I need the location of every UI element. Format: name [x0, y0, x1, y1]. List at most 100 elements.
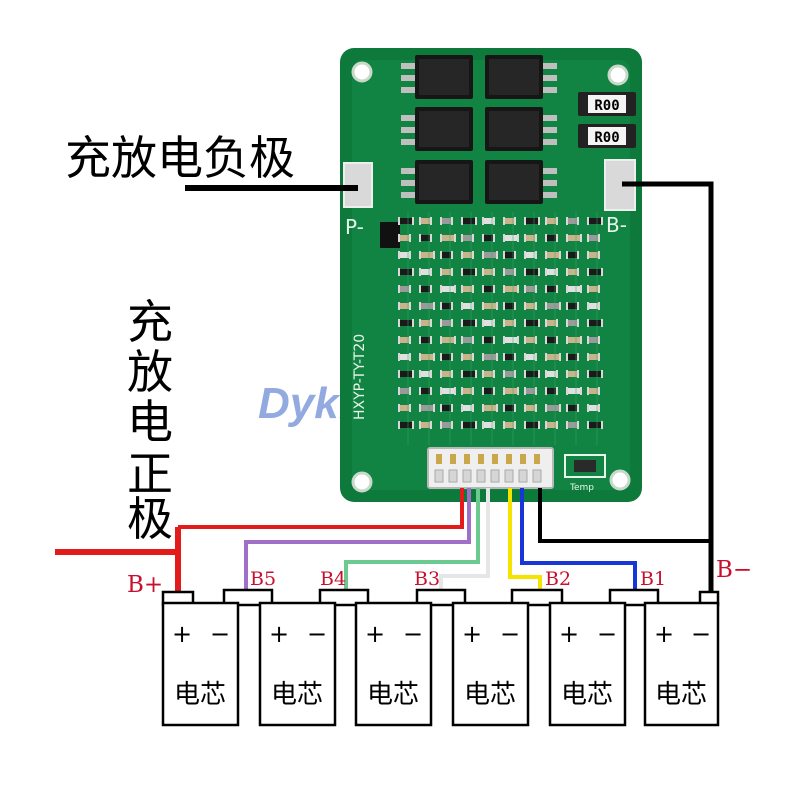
- cell-minus-sign: −: [210, 620, 230, 648]
- smd-pad: [430, 319, 432, 327]
- smd-pad: [440, 353, 442, 361]
- smd-pad: [514, 404, 516, 412]
- battery-cell: + − 电芯: [451, 601, 530, 727]
- smd-pad: [493, 387, 495, 395]
- smd-pad: [454, 387, 456, 395]
- smd-pad: [524, 251, 526, 259]
- smd-component: [589, 371, 601, 377]
- connector-pin: [534, 454, 540, 464]
- smd-pad: [419, 285, 421, 293]
- smd-pad: [503, 217, 505, 225]
- smd-pad: [545, 387, 547, 395]
- negative-terminal-title: 充放电负极: [65, 131, 295, 185]
- smd-pad: [524, 387, 526, 395]
- tap-label-b4: B4: [320, 568, 346, 590]
- smd-component: [568, 303, 577, 309]
- smd-component: [589, 252, 598, 258]
- smd-component: [400, 218, 412, 224]
- smd-pad: [545, 302, 547, 310]
- mosfet-pin: [401, 168, 415, 174]
- smd-component: [505, 371, 514, 377]
- smd-component: [400, 354, 409, 360]
- smd-component: [400, 269, 412, 275]
- smd-component: [589, 337, 598, 343]
- smd-component: [463, 252, 472, 258]
- smd-component: [442, 235, 454, 241]
- smd-component: [463, 388, 472, 394]
- smd-pad: [440, 285, 442, 293]
- smd-component: [463, 337, 472, 343]
- mosfet-body: [489, 59, 539, 95]
- smd-pad: [556, 285, 558, 293]
- smd-pad: [556, 319, 558, 327]
- smd-component: [421, 320, 430, 326]
- smd-pad: [587, 217, 589, 225]
- smd-component: [589, 388, 598, 394]
- smd-pad: [587, 387, 589, 395]
- smd-pad: [580, 336, 582, 344]
- smd-component: [547, 235, 556, 241]
- smd-pad: [524, 404, 526, 412]
- smd-pad: [566, 404, 568, 412]
- smd-pad: [587, 421, 589, 429]
- smd-component: [526, 405, 535, 411]
- smd-pad: [503, 234, 505, 242]
- smd-component: [547, 354, 559, 360]
- smd-pad: [475, 370, 477, 378]
- smd-component: [463, 235, 472, 241]
- smd-component: [442, 354, 451, 360]
- ic-chip: [380, 222, 400, 248]
- smd-component: [568, 269, 577, 275]
- wire-b1: [520, 488, 637, 592]
- smd-pad: [577, 319, 579, 327]
- connector-pin: [478, 454, 484, 464]
- smd-pad: [398, 336, 400, 344]
- smd-pad: [461, 353, 463, 361]
- smd-pad: [482, 302, 484, 310]
- smd-component: [484, 371, 493, 377]
- battery-cell: + − 电芯: [643, 601, 720, 727]
- smd-pad: [514, 353, 516, 361]
- smd-pad: [409, 234, 411, 242]
- smd-component: [526, 218, 538, 224]
- smd-component: [421, 286, 430, 292]
- smd-component: [505, 405, 514, 411]
- smd-pad: [503, 251, 505, 259]
- resistor-2-label: R00: [594, 130, 619, 146]
- wire-b4: [344, 488, 480, 592]
- smd-pad: [412, 421, 414, 429]
- battery-cell: + − 电芯: [258, 601, 337, 727]
- smd-pad: [598, 302, 600, 310]
- mosfet-pin: [543, 127, 557, 133]
- smd-pad: [514, 251, 516, 259]
- wire-b3: [439, 488, 490, 592]
- smd-component: [421, 303, 433, 309]
- smd-component: [547, 405, 559, 411]
- smd-component: [400, 303, 409, 309]
- mosfet-body: [489, 164, 539, 200]
- positive-title-char: 充: [127, 295, 173, 349]
- smd-pad: [409, 387, 411, 395]
- smd-pad: [559, 404, 561, 412]
- smd-pad: [419, 217, 421, 225]
- smd-pad: [419, 302, 421, 310]
- smd-component: [400, 422, 412, 428]
- smd-pad: [461, 234, 463, 242]
- smd-component: [421, 337, 430, 343]
- smd-pad: [398, 302, 400, 310]
- smd-pad: [430, 268, 432, 276]
- cell-label: 电芯: [464, 680, 516, 710]
- smd-component: [442, 337, 454, 343]
- mosfet-pin: [401, 127, 415, 133]
- smd-component: [484, 303, 496, 309]
- mosfet-pin: [401, 180, 415, 186]
- smd-pad: [461, 336, 463, 344]
- smd-pad: [419, 370, 421, 378]
- mounting-hole: [607, 64, 629, 86]
- smd-pad: [461, 285, 463, 293]
- smd-pad: [430, 387, 432, 395]
- smd-pad: [398, 217, 400, 225]
- smd-pad: [430, 370, 432, 378]
- smd-pad: [472, 404, 474, 412]
- smd-pad: [566, 234, 568, 242]
